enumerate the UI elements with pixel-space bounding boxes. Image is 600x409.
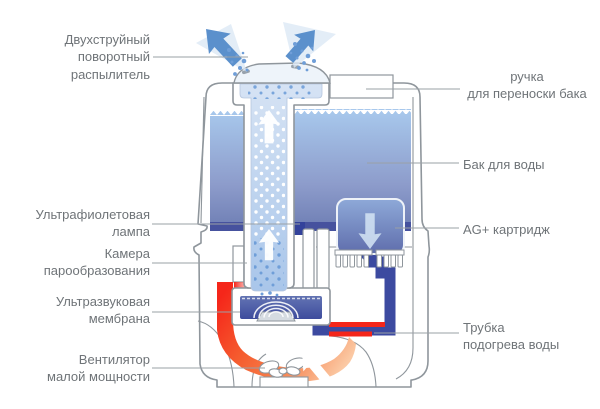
label-heater: Трубка подогрева воды [463,320,560,353]
spray-nozzle-dome [233,62,331,84]
label-cartridge: AG+ картридж [463,222,550,237]
inner-walls [232,228,330,290]
label-sprayer: Двухструйный поворотный распылитель [64,32,150,82]
label-uv-lamp: Ультрафиолетовая лампа [35,207,151,240]
water-pipe [312,254,396,336]
heating-tube [329,322,385,337]
ultrasonic-membrane [256,311,296,322]
leader-lines [152,56,460,369]
label-chamber: Камера парообразования [43,246,150,279]
mist-droplets [224,42,316,76]
hot-air-flow [217,282,356,382]
label-tank: Бак для воды [463,157,545,172]
label-handle: ручка для переноски бака [467,69,587,102]
label-membrane: Ультразвуковая мембрана [55,294,150,327]
ultrasound-waves [253,301,299,319]
mist-jets [195,18,336,76]
mist-channel [232,82,330,297]
ag-cartridge [334,198,405,268]
label-fan: Вентилятор малой мощности [47,352,150,385]
carry-handle [329,74,394,99]
vapor-chamber [231,287,331,326]
